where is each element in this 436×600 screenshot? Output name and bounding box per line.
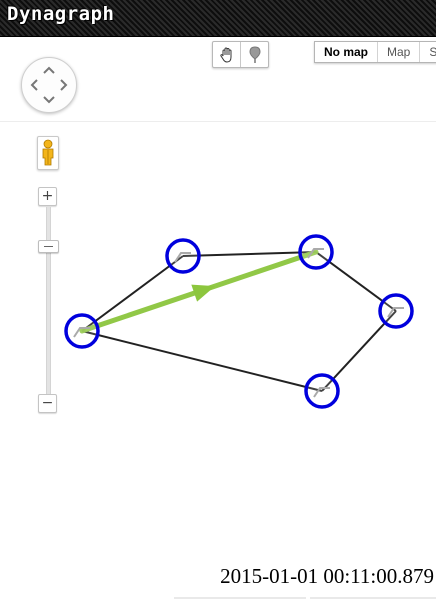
timeline-segment bbox=[174, 597, 306, 599]
drawing-tools bbox=[212, 41, 269, 68]
divider bbox=[0, 121, 436, 122]
graph-node-n3[interactable] bbox=[298, 234, 334, 270]
graph-node-n4[interactable] bbox=[378, 293, 414, 329]
chevron-up-icon[interactable] bbox=[41, 62, 57, 78]
graph-node-n5[interactable] bbox=[304, 373, 340, 409]
pan-control bbox=[21, 57, 77, 113]
zoom-out-button[interactable]: − bbox=[38, 394, 57, 413]
zoom-slider-track[interactable] bbox=[46, 207, 51, 397]
chevron-down-icon[interactable] bbox=[41, 92, 57, 108]
map-type-satellite[interactable]: Sa bbox=[419, 42, 436, 62]
chevron-right-icon[interactable] bbox=[56, 77, 72, 93]
app-title: Dynagraph bbox=[7, 3, 115, 25]
map-type-map[interactable]: Map bbox=[377, 42, 419, 62]
timeline-segment bbox=[310, 597, 436, 599]
title-bar: Dynagraph bbox=[0, 0, 436, 37]
zoom-in-button[interactable]: + bbox=[38, 187, 57, 206]
pegman-icon[interactable] bbox=[37, 136, 59, 170]
map-type-selector: No map Map Sa bbox=[314, 41, 436, 63]
map-type-no-map[interactable]: No map bbox=[324, 45, 369, 59]
marker-icon[interactable] bbox=[240, 42, 268, 67]
chevron-left-icon[interactable] bbox=[26, 77, 42, 93]
graph-node-n1[interactable] bbox=[64, 313, 100, 349]
timestamp-label: 2015-01-01 00:11:00.879 bbox=[220, 564, 434, 588]
zoom-slider-thumb[interactable] bbox=[38, 240, 59, 253]
hand-icon[interactable] bbox=[213, 42, 240, 67]
graph-node-n2[interactable] bbox=[165, 238, 201, 274]
